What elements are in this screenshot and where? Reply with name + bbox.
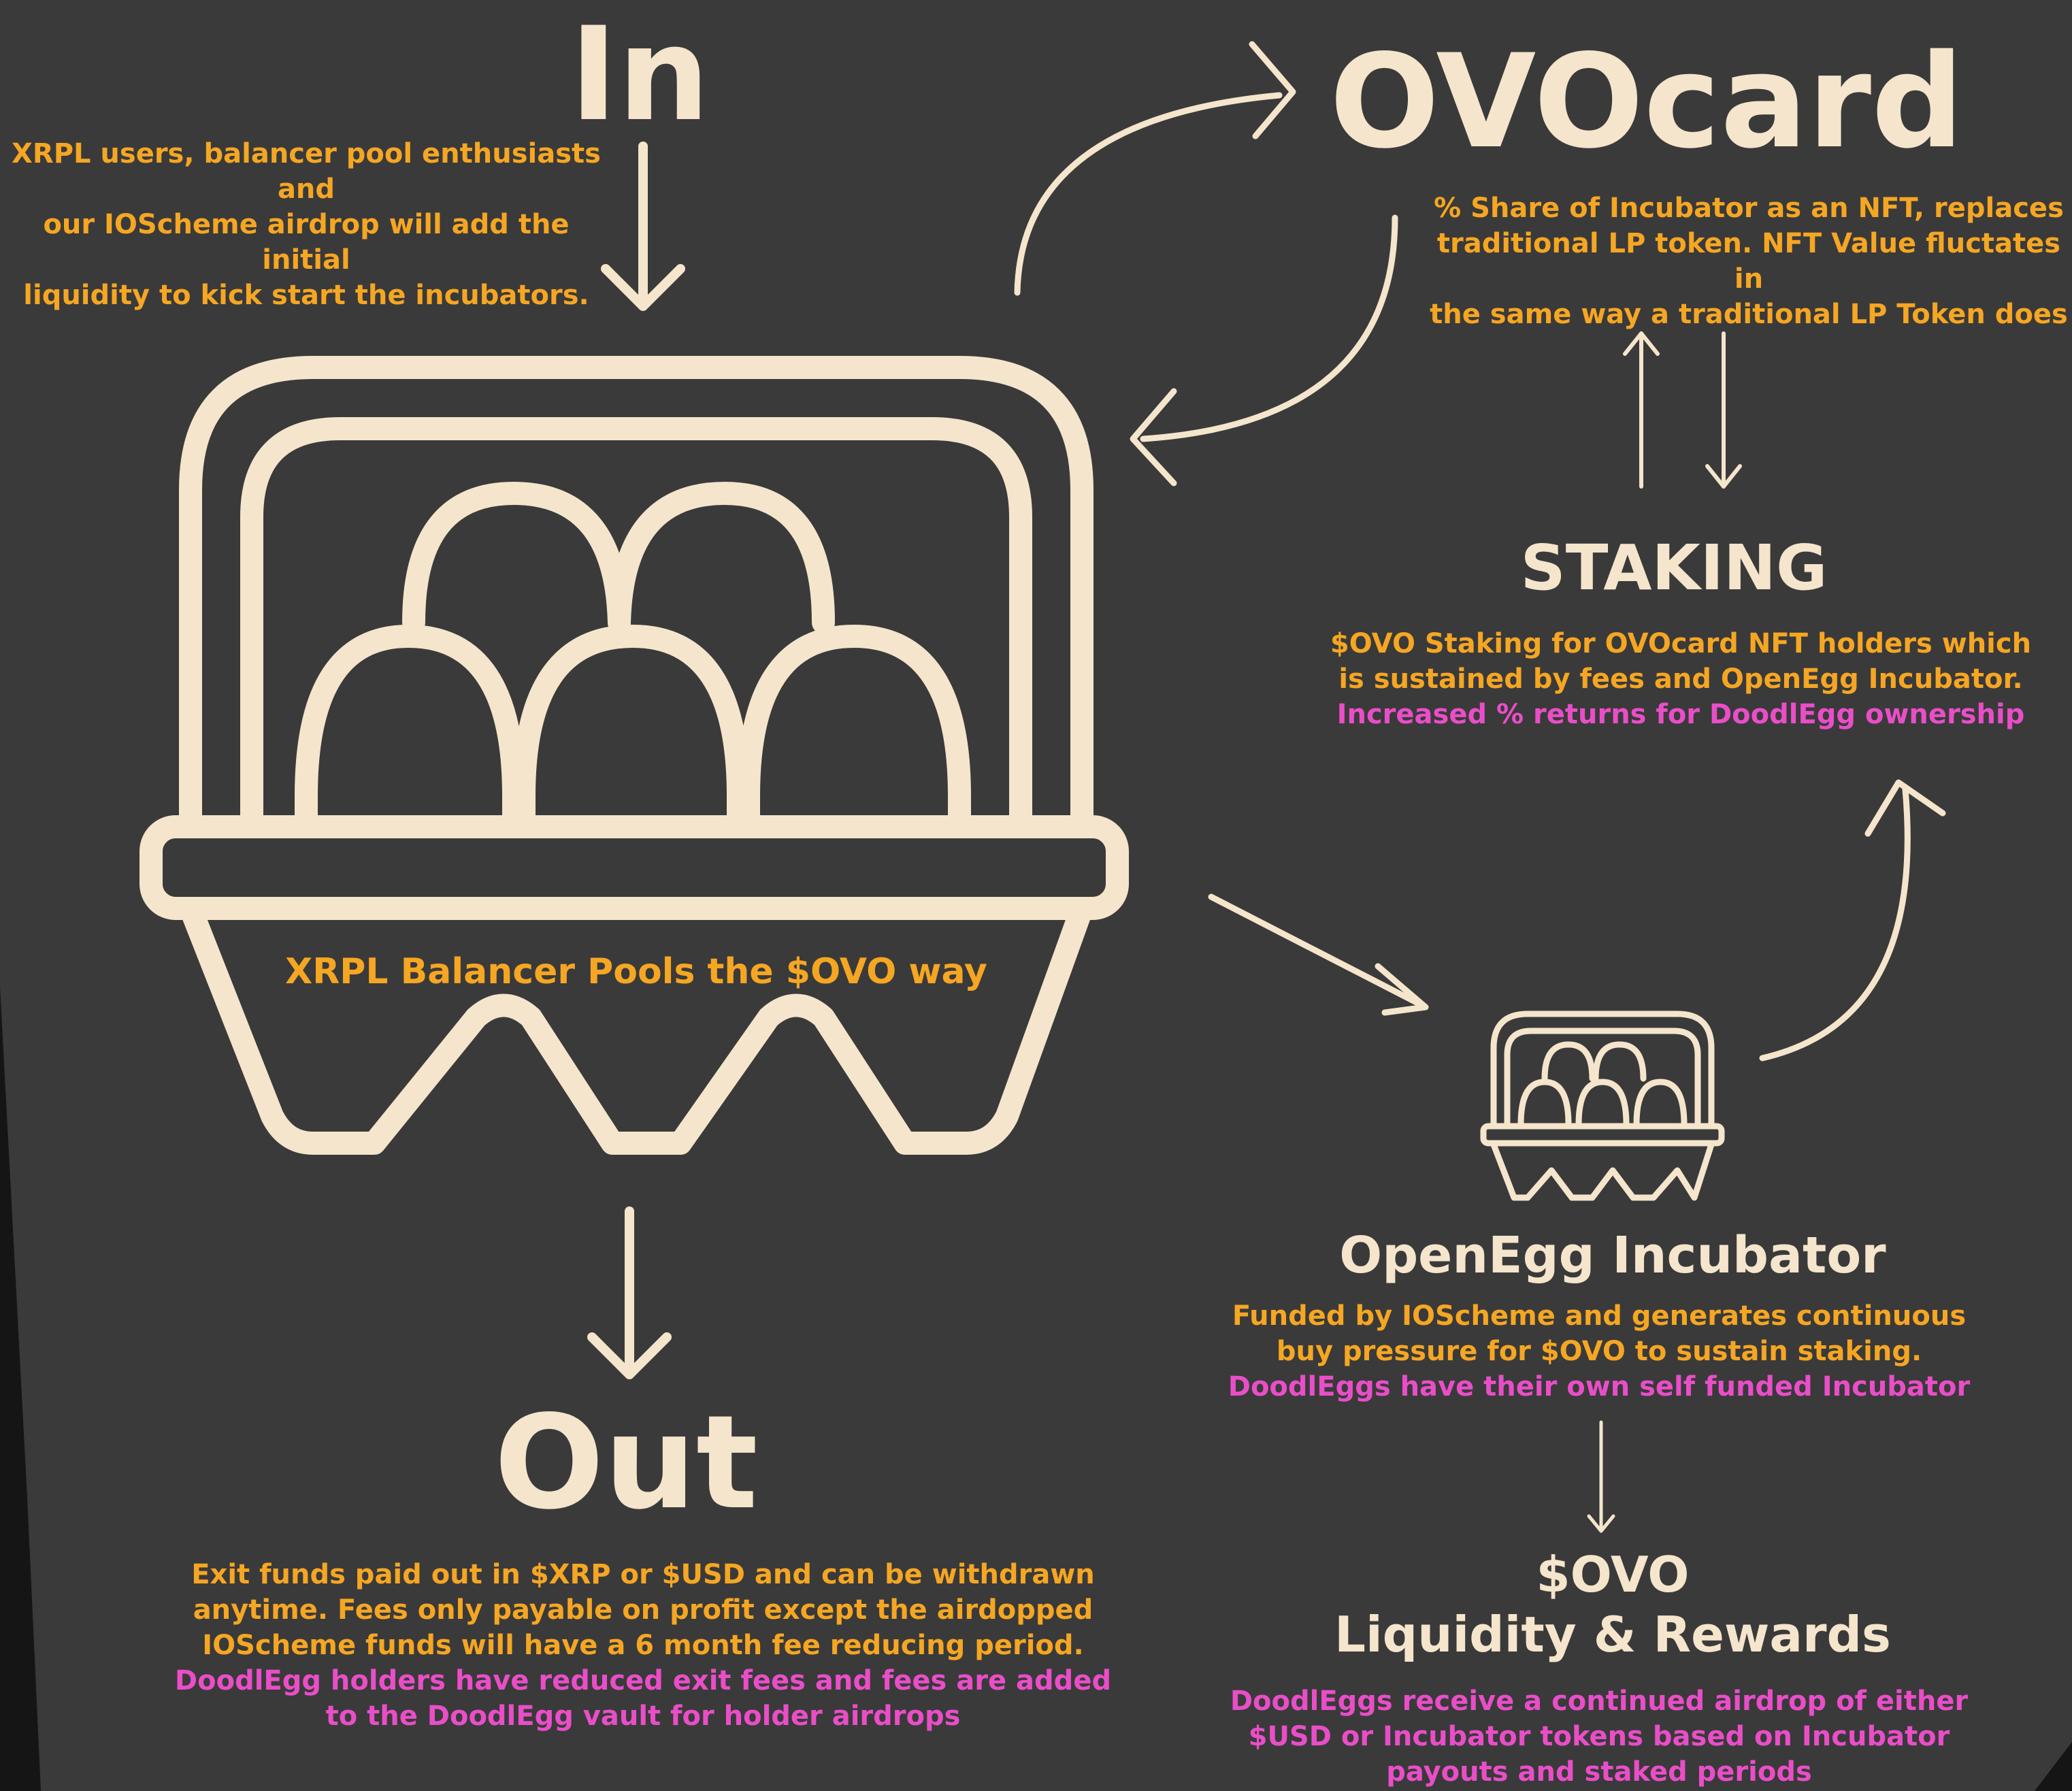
- ovo-rewards-desc-line: $USD or Incubator tokens based on Incuba…: [1225, 1719, 1973, 1754]
- openegg-description: Funded by IOScheme and generates continu…: [1225, 1298, 1973, 1404]
- staking-description: $OVO Staking for OVOcard NFT holders whi…: [1293, 626, 2069, 732]
- out-title: Out: [463, 1395, 789, 1531]
- staking-title: STAKING: [1463, 531, 1885, 606]
- carton-label: XRPL Balancer Pools the $OVO way: [245, 951, 1027, 992]
- openegg-desc-line: Funded by IOScheme and generates continu…: [1225, 1298, 1973, 1334]
- ovocard-desc-line: the same way a traditional LP Token does: [1429, 297, 2069, 332]
- ovo-rewards-desc-line: payouts and staked periods: [1225, 1754, 1973, 1790]
- in-desc-line: our IOScheme airdrop will add the initia…: [0, 207, 612, 278]
- ovocard-title: OVOcard: [1320, 34, 1973, 170]
- ovocard-desc-line: % Share of Incubator as an NFT, replaces: [1429, 191, 2069, 226]
- ovo-rewards-title-line: $OVO: [1293, 1545, 1933, 1605]
- in-title: In: [517, 7, 762, 143]
- out-description: Exit funds paid out in $XRP or $USD and …: [170, 1557, 1116, 1734]
- in-desc-line: liquidity to kick start the incubators.: [0, 278, 612, 313]
- out-desc-line: IOScheme funds will have a 6 month fee r…: [170, 1628, 1116, 1663]
- ovo-rewards-description: DoodlEggs receive a continued airdrop of…: [1225, 1683, 1973, 1790]
- openegg-title: OpenEgg Incubator: [1293, 1225, 1933, 1286]
- ovo-rewards-desc-line: DoodlEggs receive a continued airdrop of…: [1225, 1683, 1973, 1719]
- staking-desc-highlight: Increased % returns for DoodlEgg ownersh…: [1293, 697, 2069, 732]
- ovo-rewards-title-line: Liquidity & Rewards: [1293, 1605, 1933, 1664]
- openegg-desc-highlight: DoodlEggs have their own self funded Inc…: [1225, 1369, 1973, 1404]
- out-desc-line: anytime. Fees only payable on profit exc…: [170, 1592, 1116, 1628]
- out-desc-highlight: to the DoodlEgg vault for holder airdrop…: [170, 1698, 1116, 1734]
- out-desc-line: Exit funds paid out in $XRP or $USD and …: [170, 1557, 1116, 1592]
- out-desc-highlight: DoodlEgg holders have reduced exit fees …: [170, 1663, 1116, 1698]
- staking-desc-line: is sustained by fees and OpenEgg Incubat…: [1293, 661, 2069, 697]
- staking-desc-line: $OVO Staking for OVOcard NFT holders whi…: [1293, 626, 2069, 661]
- in-description: XRPL users, balancer pool enthusiasts an…: [0, 136, 612, 313]
- ovocard-description: % Share of Incubator as an NFT, replaces…: [1429, 191, 2069, 332]
- ovo-rewards-title: $OVO Liquidity & Rewards: [1293, 1545, 1933, 1664]
- in-desc-line: XRPL users, balancer pool enthusiasts an…: [0, 136, 612, 207]
- ovocard-desc-line: traditional LP token. NFT Value fluctate…: [1429, 226, 2069, 297]
- openegg-desc-line: buy pressure for $OVO to sustain staking…: [1225, 1334, 1973, 1369]
